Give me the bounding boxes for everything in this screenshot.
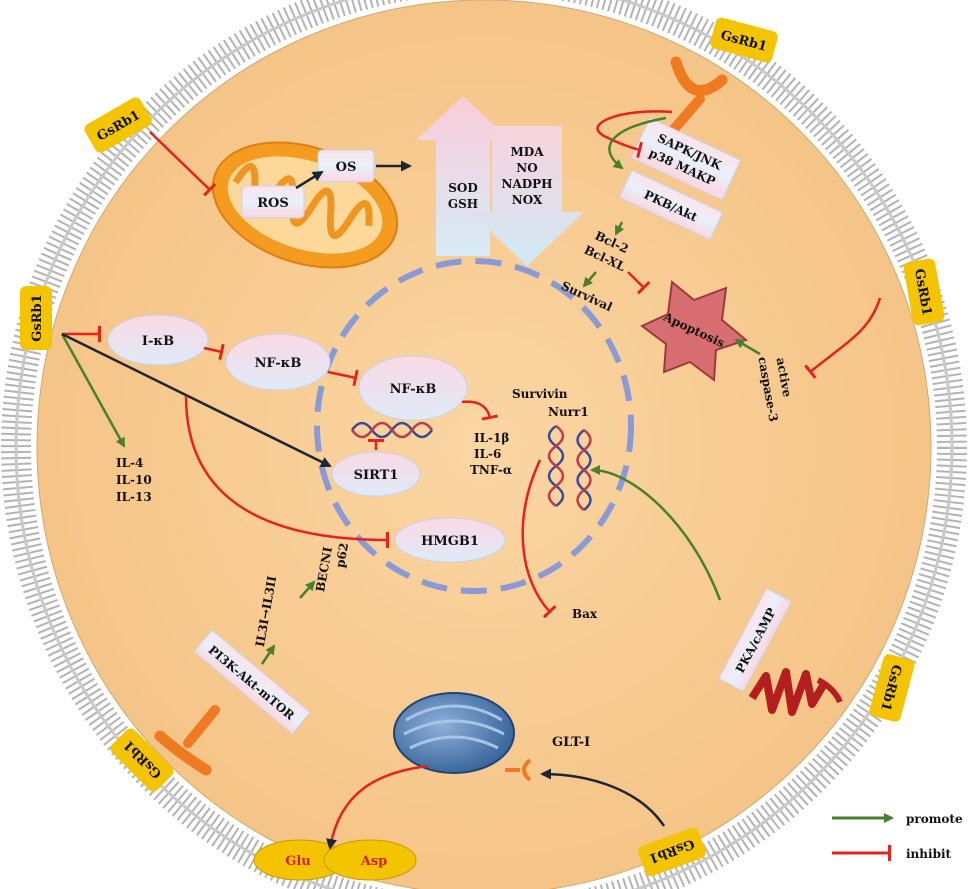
- gsrb1-badge: [638, 827, 706, 877]
- sapk-box: [630, 117, 742, 201]
- inhibit-arrow: [184, 395, 390, 549]
- caspase-active-label: active: [774, 356, 795, 398]
- survivin-label: Survivin: [512, 387, 568, 401]
- inhibit-arrow: [521, 459, 557, 619]
- inhibit-arrow: [627, 271, 651, 295]
- promote-arrow: [299, 580, 316, 599]
- legend-inhibit-label: inhibit: [906, 847, 952, 861]
- receptor-icon: [154, 705, 220, 776]
- mda-label: MDA: [511, 145, 545, 159]
- os-label: OS: [336, 160, 357, 175]
- gsrb1-label: GsRb1: [30, 294, 45, 341]
- gsrb1-badge: [20, 286, 52, 350]
- il6-label: IL-6: [474, 447, 501, 461]
- sirt1-oval: [331, 451, 421, 497]
- promote-arrow: [61, 332, 332, 468]
- inhibit-arrow: [596, 110, 673, 159]
- pi3k-box: [193, 629, 311, 735]
- nfkb-nuc-label: NF-κB: [390, 382, 437, 397]
- gsrb1-badge: [869, 654, 915, 722]
- asp-label: Asp: [360, 854, 388, 869]
- legend: promote inhibit: [832, 812, 963, 861]
- transporter-icon: [505, 758, 532, 782]
- sirt1-label: SIRT1: [354, 468, 399, 483]
- ikb-oval: [107, 314, 209, 366]
- gpcr-icon: [748, 668, 843, 716]
- nurr1-label: Nurr1: [548, 405, 589, 419]
- ros-label: ROS: [257, 196, 289, 211]
- nfkb-nuc-oval: [358, 355, 468, 421]
- promote-arrow: [590, 465, 722, 601]
- promote-arrow: [582, 271, 597, 288]
- promote-arrow: [608, 116, 667, 170]
- bax-label: Bax: [572, 607, 598, 621]
- legend-promote-label: promote: [906, 812, 963, 826]
- promote-arrow: [60, 333, 126, 448]
- tnfa-label: TNF-α: [470, 463, 512, 477]
- nox-label: NOX: [512, 193, 543, 207]
- gsrb1-badge: [710, 17, 778, 63]
- promote-arrow: [614, 221, 625, 236]
- promote-arrow: [734, 338, 761, 356]
- apoptosis-star-icon: [640, 280, 749, 382]
- asp-oval: [323, 839, 417, 881]
- nucleus: [314, 258, 634, 594]
- os-box: [317, 149, 375, 183]
- gsrb1-badge: [903, 258, 945, 326]
- gsrb1-badge: [110, 728, 174, 792]
- inhibit-arrow: [461, 400, 499, 421]
- nadph-label: NADPH: [501, 177, 552, 191]
- inhibit-arrow: [203, 343, 225, 361]
- down-arrow-shape: [470, 126, 584, 266]
- gsrb1-badge: [84, 97, 152, 153]
- promote-arrow: [540, 768, 666, 827]
- no-label: NO: [516, 161, 537, 175]
- ikb-label: I-κB: [142, 334, 174, 349]
- hmgb1-label: HMGB1: [421, 534, 479, 549]
- golgi-icon: [393, 692, 515, 774]
- promote-arrow: [260, 644, 276, 665]
- pkb-box: [618, 169, 724, 241]
- il4-label: IL-4: [116, 456, 143, 470]
- il10-label: IL-10: [116, 473, 152, 487]
- inhibit-arrow: [327, 369, 359, 387]
- nfkb-cyto-label: NF-κB: [255, 356, 302, 371]
- glu-label: Glu: [285, 854, 311, 869]
- dna-icon: [547, 424, 592, 511]
- p62-label: p62: [333, 542, 351, 569]
- promote-arrow: [326, 764, 429, 850]
- promote-arrow: [295, 170, 324, 190]
- inhibit-arrow: [804, 297, 882, 379]
- sod-label: SOD: [448, 181, 478, 195]
- hmgb1-oval: [394, 517, 506, 563]
- gsh-label: GSH: [448, 197, 478, 211]
- il1b-label: IL-1β: [474, 431, 509, 445]
- glt-label: GLT-I: [552, 735, 590, 750]
- ros-box: [241, 185, 305, 219]
- inhibit-arrow: [149, 131, 217, 197]
- il13-label: IL-13: [116, 490, 152, 504]
- nfkb-cyto-oval: [225, 333, 331, 391]
- pka-box: [718, 587, 792, 693]
- dna-icon: [350, 421, 434, 439]
